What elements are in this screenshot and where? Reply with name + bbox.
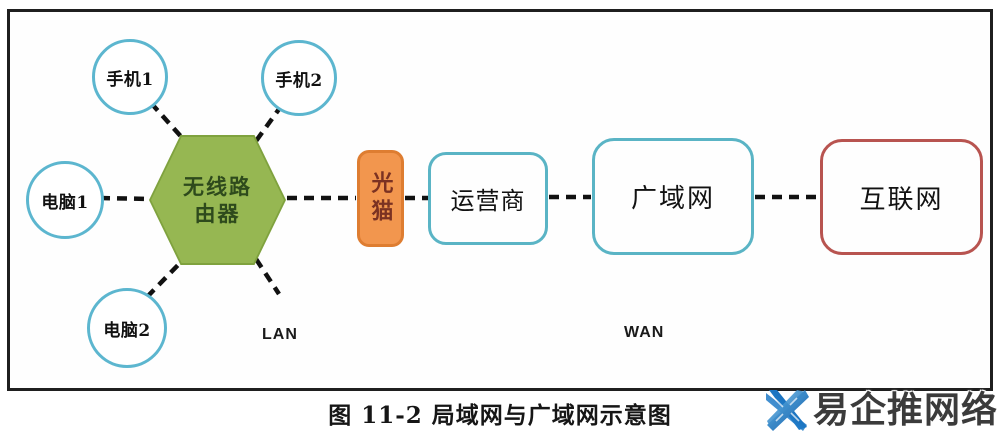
- node-pc2-label: 电脑2: [103, 320, 151, 341]
- hexagon-fill: 无线路 由器: [151, 137, 284, 263]
- node-pc1-label: 电脑1: [41, 192, 89, 213]
- wan-zone-label: WAN: [624, 324, 665, 341]
- figure-caption: 图 11-2 局域网与广域网示意图: [328, 402, 672, 429]
- router-label-line1: 无线路: [183, 174, 252, 199]
- node-phone2: 手机2: [261, 40, 337, 116]
- watermark-text: 易企推网络: [812, 389, 998, 431]
- node-optical-modem: 光猫: [357, 150, 404, 247]
- modem-label: 光猫: [367, 170, 394, 227]
- node-wan: 广域网: [592, 138, 754, 255]
- node-internet: 互联网: [820, 139, 983, 255]
- node-phone1-label: 手机1: [106, 69, 154, 90]
- node-carrier: 运营商: [428, 152, 548, 245]
- carrier-label: 运营商: [450, 187, 526, 215]
- wan-label: 广域网: [630, 184, 715, 214]
- node-pc1: 电脑1: [26, 161, 104, 239]
- node-wireless-router: 无线路 由器: [149, 135, 286, 265]
- watermark: 易企推网络: [763, 386, 998, 434]
- router-label-line2: 由器: [194, 201, 241, 226]
- node-phone2-label: 手机2: [275, 70, 323, 91]
- node-phone1: 手机1: [92, 39, 168, 115]
- lan-zone-label: LAN: [262, 326, 298, 343]
- crossed-arrows-x-icon: [765, 390, 809, 431]
- node-pc2: 电脑2: [87, 288, 167, 368]
- internet-label: 互联网: [859, 184, 944, 215]
